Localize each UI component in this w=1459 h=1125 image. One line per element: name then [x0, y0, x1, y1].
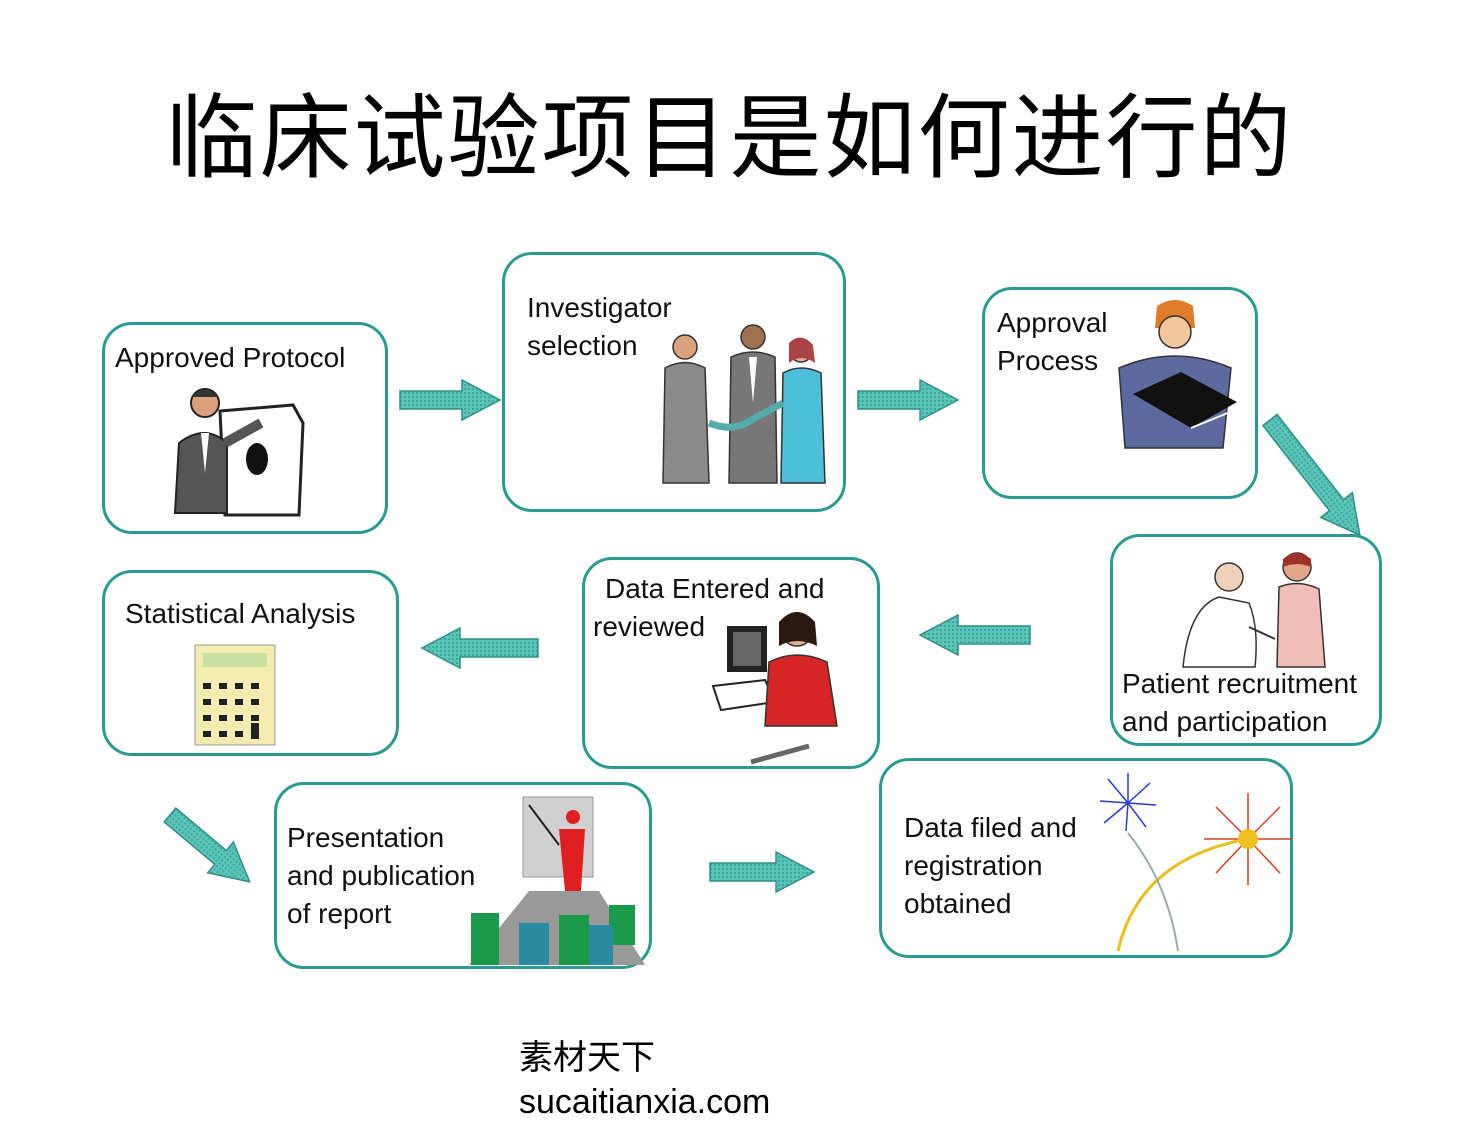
step-label: Statistical Analysis [125, 598, 356, 629]
step-investigator-selection: Investigator selection [502, 252, 846, 512]
fireworks-icon [1099, 773, 1292, 952]
arrow-statistical-to-presentation [163, 807, 251, 883]
step-label: Data filed and registration obtained [904, 812, 1077, 919]
arrow-presentation-to-filed [709, 850, 816, 894]
presenter-protocol-icon [173, 388, 305, 517]
step-label: Data Entered and reviewed [593, 573, 825, 642]
calculator-icon [194, 644, 276, 746]
footer-line-1: 素材天下 [519, 1039, 655, 1077]
step-label: Approved Protocol [115, 342, 346, 373]
step-statistical-analysis: Statistical Analysis [102, 570, 399, 756]
arrow-data-to-statistical [420, 626, 539, 670]
step-presentation: Presentation and publication of report [274, 782, 652, 969]
arrow-patient-to-data [918, 613, 1031, 657]
arrow-approval-to-patient [1261, 413, 1361, 537]
step-approved-protocol: Approved Protocol [102, 322, 388, 534]
arrow-investigator-to-approval [857, 378, 960, 422]
footer-watermark: 素材天下 sucaitianxia.com [519, 1036, 770, 1124]
business-handshake-icon [662, 324, 826, 484]
step-data-filed: Data filed and registration obtained [879, 758, 1293, 958]
step-label: Approval Process [997, 307, 1108, 376]
step-label: Patient recruitment and participation [1122, 668, 1357, 737]
step-label: Investigator selection [527, 292, 672, 361]
lecture-audience-icon [469, 796, 645, 965]
woman-clipboard-icon [1118, 300, 1237, 449]
arrow-protocol-to-investigator [399, 378, 502, 422]
step-data-entered: Data Entered and reviewed [582, 557, 880, 769]
doctor-patient-icon [1182, 552, 1326, 668]
step-label: Presentation and publication of report [287, 822, 476, 929]
step-approval-process: Approval Process [982, 287, 1258, 499]
step-patient-recruitment: Patient recruitment and participation [1110, 534, 1382, 746]
page-title: 临床试验项目是如何进行的 [165, 85, 1294, 192]
woman-computer-icon [711, 612, 838, 765]
footer-line-2: sucaitianxia.com [519, 1083, 771, 1121]
